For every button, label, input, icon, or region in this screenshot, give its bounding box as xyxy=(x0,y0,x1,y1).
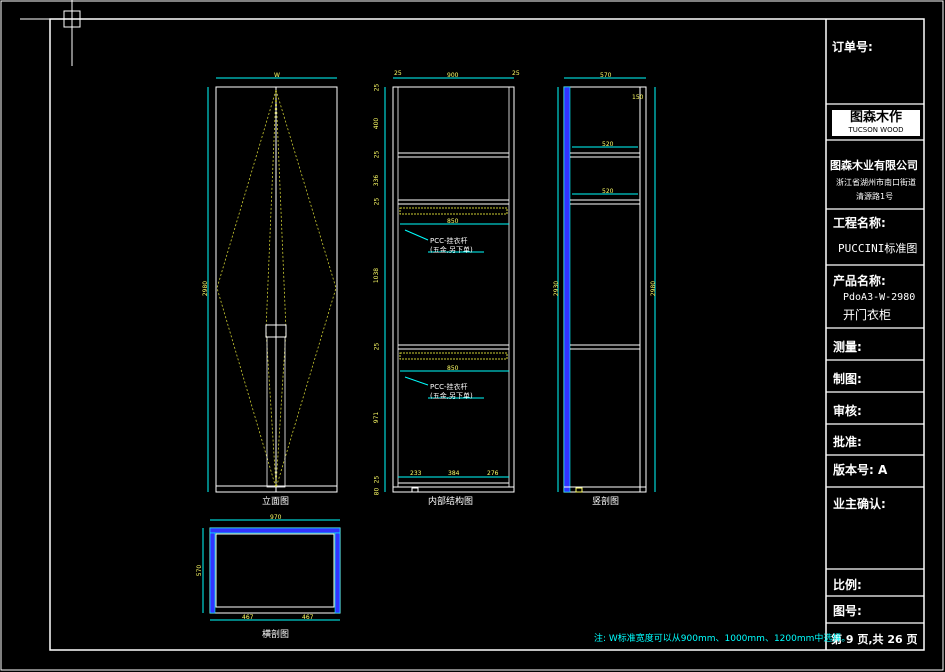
dim-elev-width: W xyxy=(274,72,280,79)
product-label: 产品名称: xyxy=(833,274,886,288)
dim-int-d2: 400 xyxy=(373,117,381,130)
interior-view xyxy=(384,77,515,493)
elevation-view xyxy=(207,77,338,493)
cross-section-label: 横剖图 xyxy=(262,630,290,640)
page-label: 第 9 页,共 26 页 xyxy=(831,633,918,646)
dim-cross-w: 970 xyxy=(270,514,282,521)
inner-frame xyxy=(49,18,925,651)
dim-sec-h2: 2980 xyxy=(650,280,658,297)
dim-int-top-r: 25 xyxy=(512,70,520,77)
dim-cross-b1: 467 xyxy=(242,614,254,621)
product-name: 开门衣柜 xyxy=(843,308,892,322)
dim-int-d3: 25 xyxy=(373,150,381,159)
cross-section-view xyxy=(202,519,341,621)
draw-label: 制图: xyxy=(833,372,862,386)
logo-main: 图森木作 xyxy=(849,110,902,125)
interior-view-label: 内部结构图 xyxy=(428,497,474,507)
vertical-section-view xyxy=(557,77,656,493)
dim-sec-shelf1: 520 xyxy=(602,141,614,148)
dim-int-d9: 25 xyxy=(373,475,381,484)
product-code: PdoA3-W-2980 xyxy=(843,292,916,303)
dim-sec-h1: 2930 xyxy=(553,280,561,297)
project-value: PUCCINI标准图 xyxy=(838,242,918,255)
version-label: 版本号: A xyxy=(833,463,888,477)
dim-sec-150: 150 xyxy=(632,94,644,101)
dim-elev-height: 2980 xyxy=(202,280,210,297)
dim-int-rod1: 850 xyxy=(447,218,459,225)
dim-int-bot3: 276 xyxy=(487,470,499,477)
dim-sec-shelf2: 520 xyxy=(602,188,614,195)
crosshair-cursor xyxy=(20,0,180,66)
dim-int-d8: 971 xyxy=(373,411,381,424)
dim-int-d4: 336 xyxy=(373,174,381,187)
dim-int-top-w: 900 xyxy=(447,72,459,79)
approve-label: 批准: xyxy=(833,435,862,449)
review-label: 审核: xyxy=(833,404,862,418)
rod1-label-2: (五金,另下单) xyxy=(430,246,473,254)
dim-int-top-l: 25 xyxy=(394,70,402,77)
dim-int-d7: 25 xyxy=(373,342,381,351)
dim-int-rod2: 850 xyxy=(447,365,459,372)
company-address-2: 清源路1号 xyxy=(856,192,894,201)
rod2-label-2: (五金,另下单) xyxy=(430,392,473,400)
dim-int-bot1: 233 xyxy=(410,470,422,477)
owner-confirm-label: 业主确认: xyxy=(833,497,886,511)
dim-sec-top: 570 xyxy=(600,72,612,79)
logo-sub: TUCSON WOOD xyxy=(848,126,904,134)
dim-int-d5: 25 xyxy=(373,197,381,206)
elevation-view-label: 立面图 xyxy=(262,497,290,507)
dim-int-d6: 1038 xyxy=(373,267,381,284)
width-note: 注: W标准宽度可以从900mm、1000mm、1200mm中选择。 xyxy=(594,634,851,644)
vertical-section-label: 竖剖图 xyxy=(592,497,620,507)
dim-cross-b2: 467 xyxy=(302,614,314,621)
rod2-label-1: PCC-挂衣杆 xyxy=(430,383,468,391)
order-no-label: 订单号: xyxy=(832,40,873,54)
company-logo: 图森木作 TUCSON WOOD xyxy=(832,110,920,136)
drawing-no-label: 图号: xyxy=(833,604,862,618)
rod1-label-1: PCC-挂衣杆 xyxy=(430,237,468,245)
scale-label: 比例: xyxy=(833,578,862,592)
project-label: 工程名称: xyxy=(833,216,886,230)
measure-label: 测量: xyxy=(833,340,862,354)
company-name: 图森木业有限公司 xyxy=(830,159,918,172)
dim-int-bot2: 384 xyxy=(448,470,460,477)
dim-int-d1: 25 xyxy=(373,83,381,92)
title-block-grid xyxy=(826,103,924,624)
dim-cross-d: 570 xyxy=(196,564,204,577)
dim-int-d10: 80 xyxy=(373,487,381,496)
company-address-1: 浙江省湖州市南口街道 xyxy=(836,178,916,187)
